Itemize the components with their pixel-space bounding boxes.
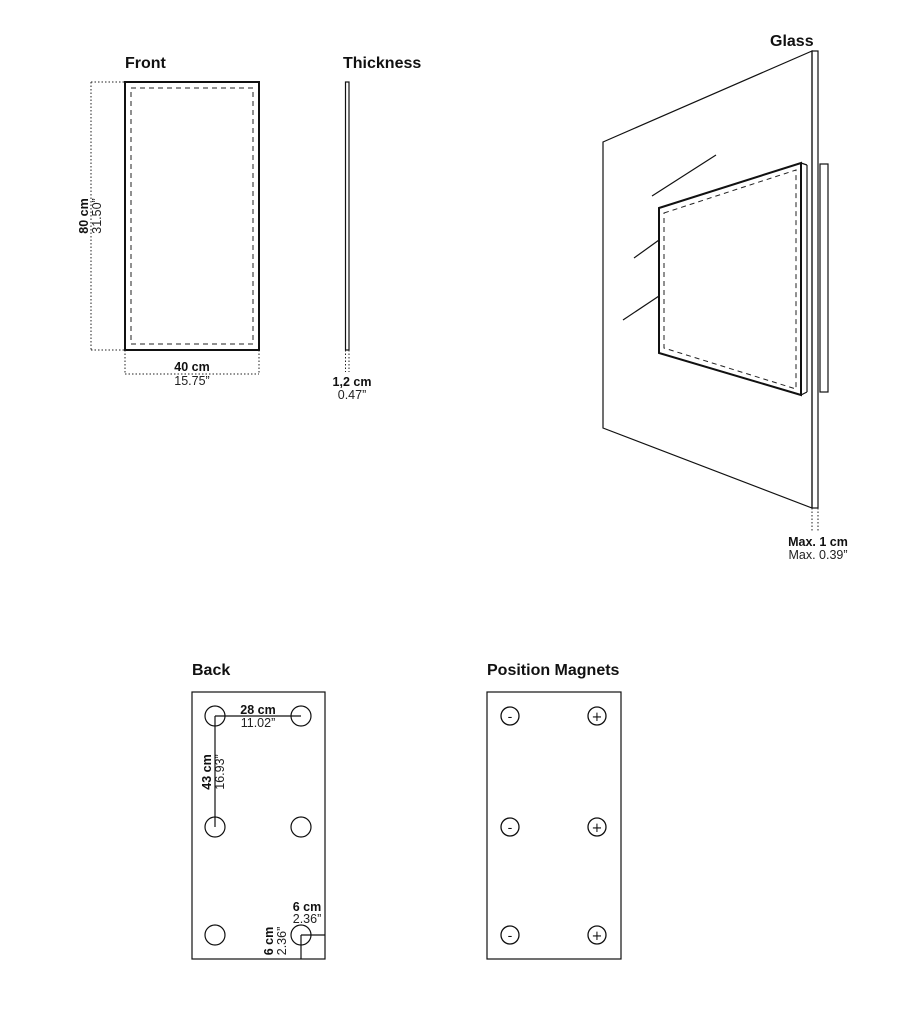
thickness-panel	[344, 81, 350, 351]
mirror-inner-border	[663, 169, 797, 390]
glass-edge	[811, 50, 819, 509]
glass-max-in: Max. 0.39”	[788, 548, 847, 562]
glass-max-cm: Max. 1 cm	[788, 535, 848, 549]
position-magnets-title: Position Magnets	[487, 662, 620, 679]
mirror-panel	[658, 161, 802, 397]
reflection-line-1	[651, 154, 717, 197]
position-magnets-view: Position Magnets - + - + - +	[486, 662, 622, 960]
back-offset-v-in: 2.36”	[275, 927, 289, 956]
magnet-negative	[500, 817, 520, 837]
back-horizontal-cm: 28 cm	[240, 703, 275, 717]
mirror-edge-top	[800, 162, 808, 166]
front-inner-border	[130, 87, 254, 345]
back-offset-v-cm: 6 cm	[262, 927, 276, 956]
back-title: Back	[192, 662, 230, 679]
plus-icon: +	[592, 821, 603, 836]
front-panel	[124, 81, 260, 351]
minus-icon: -	[508, 929, 513, 944]
front-height-in: 31.50”	[90, 198, 104, 233]
glass-sheet	[602, 50, 813, 509]
magnet-positive	[587, 925, 607, 945]
front-width-cm: 40 cm	[174, 360, 209, 374]
magnets-panel	[486, 691, 622, 960]
thickness-title: Thickness	[343, 55, 421, 72]
glass-title: Glass	[770, 33, 814, 50]
back-view: Back 28 cm 11.02” 43 cm 16.93” 6 cm 2.36…	[191, 662, 326, 960]
back-horizontal-in: 11.02”	[241, 716, 276, 730]
mount-hole	[290, 816, 312, 838]
thickness-view: Thickness 1,2 cm 0.47”	[333, 55, 422, 402]
front-view: Front 80 cm 31.50” 40 cm 15.75”	[77, 55, 260, 388]
magnet-negative	[500, 925, 520, 945]
back-vertical-in: 16.93”	[213, 754, 227, 789]
reflection-line-2	[633, 239, 660, 259]
minus-icon: -	[508, 821, 513, 836]
magnet-positive	[587, 817, 607, 837]
front-height-cm: 80 cm	[77, 198, 91, 233]
plus-icon: +	[592, 710, 603, 725]
back-vertical-cm: 43 cm	[200, 754, 214, 789]
magnet-negative	[500, 706, 520, 726]
thickness-in: 0.47”	[338, 388, 367, 402]
back-panel	[191, 691, 326, 960]
front-title: Front	[125, 55, 167, 72]
back-offset-h-cm: 6 cm	[293, 900, 322, 914]
mirror-edge-bottom	[800, 391, 808, 396]
plus-icon: +	[592, 929, 603, 944]
minus-icon: -	[508, 710, 513, 725]
front-width-in: 15.75”	[174, 374, 209, 388]
thickness-cm: 1,2 cm	[333, 375, 372, 389]
magnet-positive	[587, 706, 607, 726]
mount-hole	[204, 924, 226, 946]
mirror-back-profile	[819, 163, 829, 393]
back-offset-h-in: 2.36”	[293, 912, 322, 926]
glass-view: Glass Max. 1 cm Max. 0.39”	[602, 33, 848, 562]
reflection-line-3	[622, 295, 660, 321]
